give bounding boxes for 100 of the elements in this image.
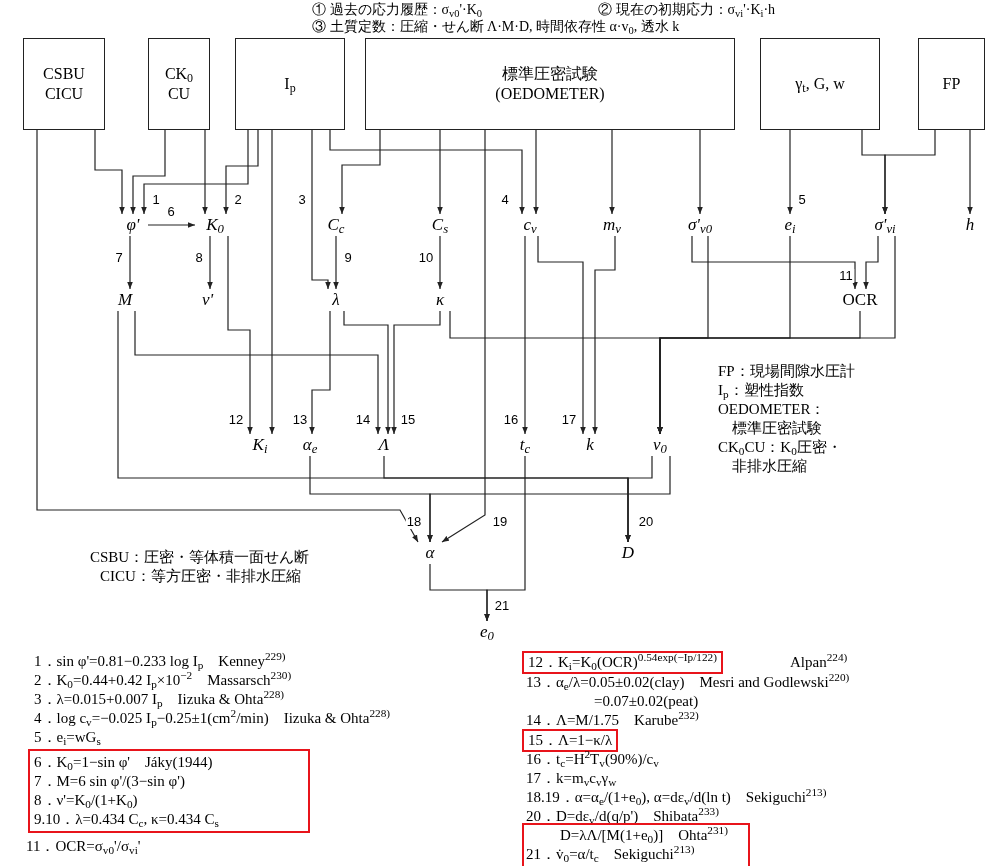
- edge-label: 3: [297, 193, 307, 207]
- box-label: I$_{p}$: [284, 74, 296, 94]
- edge-label: 19: [491, 515, 509, 529]
- arrow: [522, 235, 528, 435]
- edge-label: 7: [114, 251, 124, 265]
- equation-text: 16．t$_{c}$=H$^{2}$T$_{v}$(90%)/c$_{v}$: [526, 750, 659, 769]
- equation-text: 13．α$_{e}$/λ=0.05±0.02(clay) Mesri and Godlewski$^{220)}$: [526, 673, 850, 692]
- symbol-text: α: [425, 543, 435, 563]
- arrow: [391, 310, 441, 435]
- arrow: [484, 455, 526, 622]
- arrow: [787, 129, 793, 215]
- arrow: [329, 129, 525, 215]
- symbol-text: OCR: [842, 290, 878, 310]
- arrow: [147, 222, 196, 228]
- equation-text: =0.07±0.02(peat): [594, 692, 699, 711]
- equation-text: 8．ν'=K$_{0}$/(1+K$_{0}$): [34, 791, 138, 810]
- arrow: [592, 235, 616, 435]
- symbol-text: D: [621, 543, 635, 563]
- symbol-text: K$_{0}$: [206, 215, 224, 235]
- legend-note: OEDOMETER：: [718, 400, 826, 419]
- arrow: [441, 129, 486, 543]
- arrow: [130, 129, 166, 215]
- equation-text: Alpan$^{224)}$: [790, 653, 848, 672]
- arrow: [94, 129, 125, 215]
- edge-label: 21: [493, 599, 511, 613]
- box-label: FP: [942, 74, 961, 94]
- legend-note: CSBU：圧密・等体積一面せん断: [90, 548, 310, 567]
- box-label: γ$_{t}$, G, w: [795, 74, 845, 94]
- arrow: [127, 235, 133, 290]
- arrow: [967, 129, 973, 215]
- arrow: [609, 129, 615, 215]
- equation-text: D=λΛ/[M(1+e$_{0}$)] Ohta$^{231)}$: [560, 826, 728, 845]
- symbol-text: e$_{i}$: [784, 215, 796, 235]
- edge-label: 12: [227, 413, 245, 427]
- arrow: [141, 129, 249, 215]
- process-box: [148, 38, 210, 130]
- symbol-text: σ'$_{v0}$: [687, 215, 713, 235]
- legend-note: FP：現場間隙水圧計: [718, 362, 855, 381]
- equation-text: 18.19．α=α$_{e}$/(1+e$_{0}$), α=dε$_{v}$/d(ln t) Sekiguchi$^{213)}$: [526, 788, 827, 807]
- header-note: ② 現在の初期応力：σ$_{vi}$'·K$_{i}$·h: [598, 1, 776, 18]
- header-note: ③ 土質定数：圧縮・せん断 Λ·M·D, 時間依存性 α·v$_{0}$, 透水 k: [312, 18, 680, 35]
- process-box: [918, 38, 985, 130]
- arrow: [697, 129, 703, 215]
- symbol-text: C$_{c}$: [327, 215, 345, 235]
- symbol-text: ν': [201, 290, 214, 310]
- box-label: CSBU CICU: [42, 64, 86, 104]
- edge-label: 5: [797, 193, 807, 207]
- symbol-text: λ: [332, 290, 340, 310]
- symbol-text: v$_{0}$: [653, 435, 667, 455]
- box-label: CK$_{0}$ CU: [163, 64, 195, 104]
- arrow: [207, 235, 213, 290]
- edge-label: 2: [233, 193, 243, 207]
- arrow: [427, 455, 671, 543]
- symbol-text: α$_{e}$: [302, 435, 318, 455]
- equation-text: 15．Λ=1−κ/λ: [522, 729, 619, 752]
- equation-text: 5．e$_{i}$=wG$_{s}$: [34, 728, 101, 747]
- edge-label: 11: [838, 269, 854, 283]
- legend-note: 標準圧密試験: [732, 419, 822, 438]
- arrow: [227, 235, 253, 435]
- edge-label: 10: [417, 251, 435, 265]
- symbol-text: t$_{c}$: [519, 435, 531, 455]
- equation-text: 21．v̇$_{0}$=α/t$_{c}$ Sekiguchi$^{213)}$: [526, 845, 695, 864]
- equation-text: 4．log c$_{v}$=−0.025 I$_{p}$−0.25±1(cm$^{2}$/min) Iizuka & Ohta$^{228)}$: [34, 709, 391, 728]
- equation-text: 11．OCR=σ$_{v0}$'/σ$_{vi}$': [26, 837, 141, 856]
- arrow: [309, 310, 331, 435]
- equation-text: 17．k=m$_{v}$c$_{v}$γ$_{w}$: [526, 769, 617, 788]
- symbol-text: m$_{v}$: [603, 215, 621, 235]
- equation-text: 6．K$_{0}$=1−sin φ' Jáky(1944): [34, 753, 213, 772]
- edge-label: 8: [194, 251, 204, 265]
- edge-label: 15: [399, 413, 417, 427]
- arrow: [863, 235, 879, 290]
- edge-label: 4: [500, 193, 510, 207]
- legend-note: I$_{p}$：塑性指数: [718, 381, 804, 400]
- edge-label: 20: [637, 515, 655, 529]
- symbol-text: C$_{s}$: [431, 215, 449, 235]
- symbol-text: c$_{v}$: [523, 215, 537, 235]
- edge-label: 17: [560, 413, 578, 427]
- equation-text: 9.10．λ=0.434 C$_{c}$, κ=0.434 C$_{s}$: [34, 810, 219, 829]
- arrow: [343, 310, 391, 435]
- process-box: [760, 38, 880, 130]
- edge-label: 6: [166, 205, 176, 219]
- equation-text: 14．Λ=M/1.75 Karube$^{232)}$: [526, 711, 699, 730]
- arrow: [533, 129, 539, 215]
- symbol-text: K$_{i}$: [252, 435, 268, 455]
- arrow: [437, 235, 443, 290]
- header-note: ① 過去の応力履歴：σ$_{v0}$'·K$_{0}$: [312, 1, 483, 18]
- process-box: [235, 38, 345, 130]
- arrow: [339, 129, 381, 215]
- symbol-text: e$_{0}$: [480, 622, 494, 642]
- arrow: [333, 235, 339, 290]
- edge-label: 9: [343, 251, 353, 265]
- symbol-text: M: [117, 290, 133, 310]
- symbol-text: σ'$_{vi}$: [874, 215, 896, 235]
- symbol-text: k: [586, 435, 594, 455]
- process-box: [365, 38, 735, 130]
- edge-label: 13: [291, 413, 309, 427]
- box-label: 標準圧密試験: [502, 64, 598, 84]
- arrow: [882, 129, 936, 215]
- legend-note: 非排水圧縮: [732, 457, 807, 476]
- arrow: [36, 129, 419, 543]
